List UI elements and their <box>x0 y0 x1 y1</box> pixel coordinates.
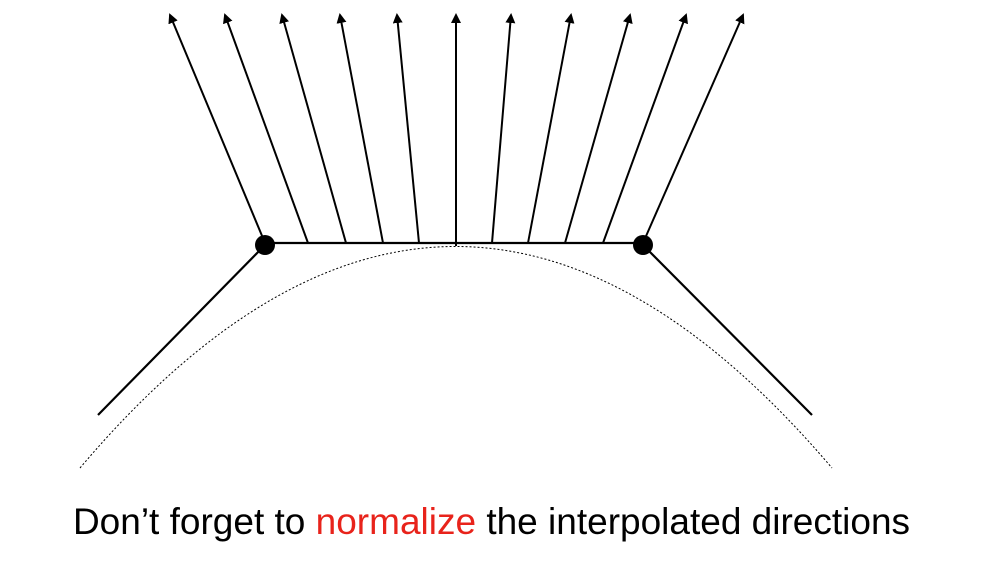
normal-arrow-3 <box>279 13 347 244</box>
caption-prefix: Don’t forget to <box>72 501 316 542</box>
normal-arrow-8 <box>527 13 575 244</box>
normal-arrow-5 <box>392 13 420 244</box>
normal-arrow-1 <box>168 13 266 244</box>
interpolated-normals <box>168 13 745 246</box>
caption: Don’t forget to normalize the interpolat… <box>0 496 983 548</box>
right-edge-segment <box>642 244 813 416</box>
caption-highlight-word: normalize <box>315 501 477 542</box>
left-vertex <box>255 235 275 255</box>
normal-arrow-7 <box>491 13 516 244</box>
normal-arrow-10 <box>602 13 688 244</box>
right-vertex <box>633 235 653 255</box>
underlying-surface-curve <box>79 246 833 469</box>
caption-suffix: the interpolated directions <box>476 501 911 542</box>
left-edge-segment <box>97 244 266 416</box>
normal-arrow-11 <box>642 13 745 244</box>
normal-arrow-4 <box>336 13 384 244</box>
normal-arrow-9 <box>564 13 633 244</box>
normal-arrow-2 <box>223 13 309 244</box>
